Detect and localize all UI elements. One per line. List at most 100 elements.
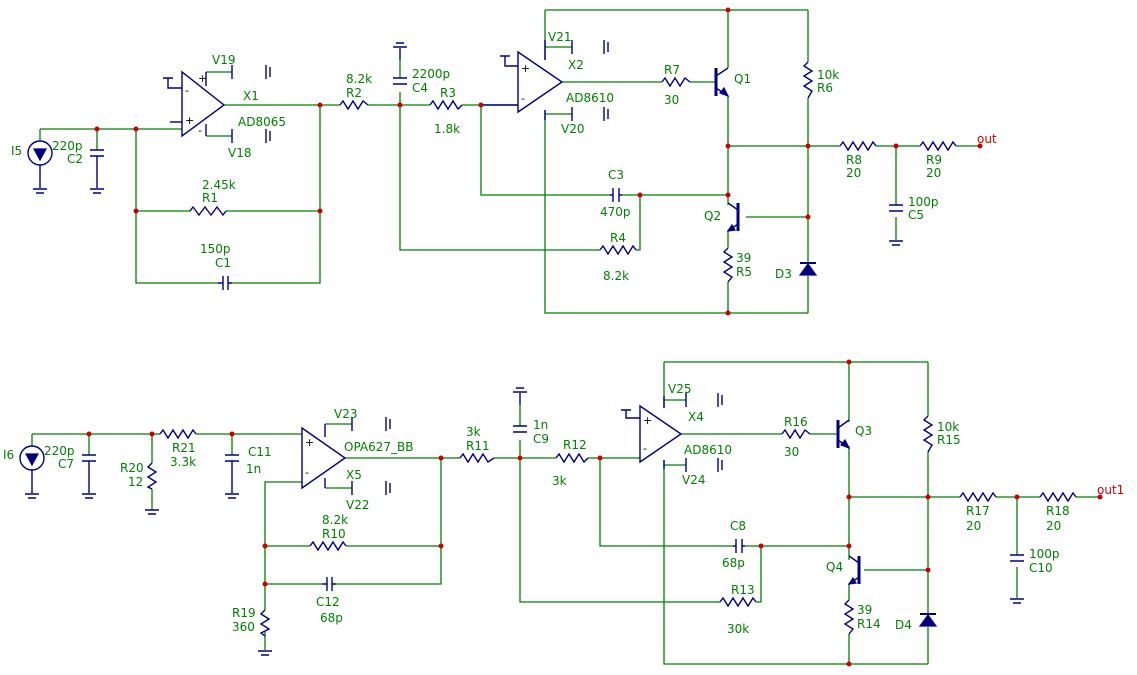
opamp-x4 — [621, 393, 723, 472]
label-r3: R3 — [440, 86, 456, 100]
net-label-out1: out1 — [1097, 483, 1124, 497]
label-r18: R18 — [1046, 504, 1070, 518]
label-r9: R9 — [926, 153, 942, 167]
capacitor-c9 — [513, 387, 527, 433]
label-r2: R2 — [346, 86, 362, 100]
current-source-i6 — [19, 445, 45, 499]
label-c10: C10 — [1029, 561, 1053, 575]
x1-plus-mark: + — [185, 114, 194, 127]
label-v20: V20 — [561, 122, 584, 136]
capacitor-c8 — [733, 539, 745, 553]
label-r14: R14 — [857, 617, 881, 631]
resistor-r14 — [843, 599, 855, 635]
x2-minus-mark: - — [521, 92, 525, 105]
value-r11: 3k — [466, 425, 481, 439]
value-r19: 360 — [232, 620, 255, 634]
capacitor-c4 — [393, 42, 407, 85]
value-c12: 68p — [320, 611, 343, 625]
label-v18: V18 — [228, 146, 251, 160]
label-x1: X1 — [243, 89, 259, 103]
label-c1: C1 — [215, 256, 231, 270]
label-v23: V23 — [334, 407, 357, 421]
label-c2: C2 — [67, 152, 83, 166]
label-ad8610-b: AD8610 — [684, 443, 732, 457]
resistor-r15 — [922, 415, 934, 453]
top-junctions — [94, 7, 983, 316]
label-d4: D4 — [895, 618, 912, 632]
label-c9: C9 — [533, 432, 549, 446]
value-r20: 12 — [128, 475, 143, 489]
resistor-r21 — [159, 428, 197, 440]
value-r2: 8.2k — [346, 72, 372, 86]
value-r14: 39 — [857, 603, 872, 617]
capacitor-c5 — [889, 204, 903, 246]
value-r17: 20 — [966, 519, 981, 533]
bottom-junctions — [86, 359, 1103, 667]
label-r7: R7 — [664, 63, 680, 77]
value-r1: 2.45k — [202, 178, 236, 192]
x1-vplus-mark: + — [198, 72, 207, 85]
label-q1: Q1 — [734, 72, 751, 86]
capacitor-c11 — [225, 454, 239, 499]
transistor-q3 — [836, 419, 851, 450]
resistor-r13 — [719, 596, 757, 608]
diode-d4 — [918, 613, 938, 627]
value-r16: 30 — [784, 445, 799, 459]
label-c3: C3 — [608, 168, 624, 182]
label-i6: I6 — [3, 448, 14, 462]
label-r20: R20 — [120, 461, 144, 475]
label-v21: V21 — [548, 30, 571, 44]
x4-plus-mark: + — [643, 414, 652, 427]
label-q3: Q3 — [855, 424, 872, 438]
label-i5: I5 — [11, 144, 22, 158]
value-r21: 3.3k — [170, 455, 196, 469]
resistor-r16 — [781, 428, 811, 440]
capacitor-c7 — [82, 454, 96, 499]
capacitor-c10 — [1010, 554, 1024, 604]
resistor-r11 — [459, 452, 495, 464]
label-c5: C5 — [908, 208, 924, 222]
label-r5: R5 — [736, 265, 752, 279]
diode-d3 — [798, 262, 818, 276]
label-x5: X5 — [346, 468, 362, 482]
bottom-circuit: I6 220p C7 R21 3.3k R20 12 C11 1n + - V2… — [3, 359, 1124, 667]
label-r4: R4 — [610, 231, 626, 245]
value-r6: 10k — [817, 68, 839, 82]
label-r13: R13 — [731, 583, 755, 597]
opamp-x5 — [301, 417, 391, 495]
capacitor-c3 — [610, 188, 622, 202]
x4-minus-mark: - — [643, 442, 647, 455]
x1-vminus-mark: - — [198, 124, 202, 137]
resistor-r6 — [802, 61, 814, 99]
resistor-r7 — [661, 76, 691, 88]
opamp-x2 — [481, 40, 609, 121]
capacitor-c2 — [90, 149, 104, 194]
value-c8: 68p — [722, 556, 745, 570]
value-r13: 30k — [727, 622, 749, 636]
resistor-r1 — [189, 205, 227, 217]
capacitor-c12 — [322, 577, 336, 591]
value-r7: 30 — [664, 93, 679, 107]
label-r21: R21 — [172, 441, 196, 455]
label-r11: R11 — [466, 439, 490, 453]
label-c12: C12 — [316, 595, 340, 609]
label-r10: R10 — [322, 527, 346, 541]
value-r8: 20 — [846, 166, 861, 180]
label-r19: R19 — [232, 606, 256, 620]
value-r3: 1.8k — [434, 122, 460, 136]
value-c10: 100p — [1029, 547, 1060, 561]
transistor-q1 — [714, 67, 730, 98]
value-c4: 2200p — [412, 67, 450, 81]
value-r10: 8.2k — [322, 513, 348, 527]
label-opa627: OPA627_BB — [344, 440, 414, 454]
resistor-r9 — [919, 140, 957, 152]
label-r17: R17 — [966, 504, 990, 518]
label-q4: Q4 — [826, 560, 843, 574]
resistor-r4 — [599, 244, 637, 256]
value-r12: 3k — [552, 474, 567, 488]
label-v19: V19 — [212, 53, 235, 67]
resistor-r8 — [839, 140, 877, 152]
value-c2: 220p — [52, 139, 83, 153]
label-v25: V25 — [668, 382, 691, 396]
